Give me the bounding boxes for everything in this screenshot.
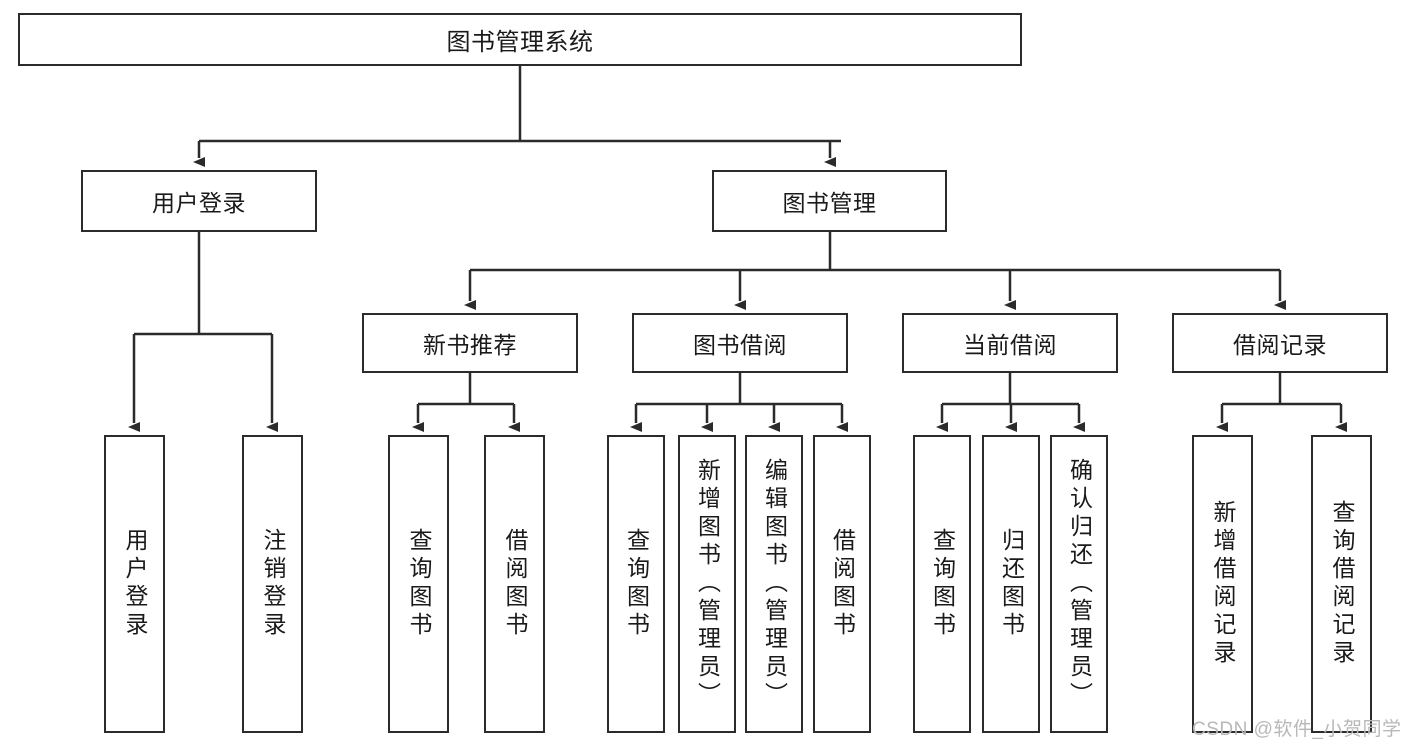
node-user-login[interactable]: 用户登录 — [81, 170, 317, 232]
node-leaf-borrow-book-1[interactable]: 借阅图书 — [484, 435, 545, 733]
node-leaf-confirm-return-label: 确认归还（管理员） — [1066, 458, 1093, 710]
node-book-manage[interactable]: 图书管理 — [712, 170, 947, 232]
node-leaf-query-book-2[interactable]: 查询图书 — [607, 435, 665, 733]
node-root[interactable]: 图书管理系统 — [18, 13, 1022, 66]
node-leaf-user-login[interactable]: 用户登录 — [104, 435, 165, 733]
node-leaf-edit-book-label: 编辑图书（管理员） — [761, 458, 788, 710]
node-leaf-query-book-1-label: 查询图书 — [406, 528, 432, 640]
node-leaf-query-book-1[interactable]: 查询图书 — [388, 435, 449, 733]
node-leaf-query-book-2-label: 查询图书 — [623, 528, 650, 640]
node-leaf-logout[interactable]: 注销登录 — [242, 435, 303, 733]
node-leaf-add-record-label: 新增借阅记录 — [1210, 500, 1236, 668]
node-leaf-query-book-3[interactable]: 查询图书 — [913, 435, 971, 733]
node-leaf-confirm-return[interactable]: 确认归还（管理员） — [1050, 435, 1108, 733]
node-leaf-borrow-book-1-label: 借阅图书 — [502, 528, 528, 640]
node-new-book-recommend-label: 新书推荐 — [423, 332, 517, 358]
node-leaf-return-book[interactable]: 归还图书 — [982, 435, 1040, 733]
node-leaf-edit-book[interactable]: 编辑图书（管理员） — [745, 435, 803, 733]
node-root-label: 图书管理系统 — [446, 29, 594, 56]
node-leaf-query-book-3-label: 查询图书 — [929, 528, 956, 640]
node-leaf-add-record[interactable]: 新增借阅记录 — [1192, 435, 1253, 733]
node-leaf-user-login-label: 用户登录 — [122, 528, 148, 640]
node-book-manage-label: 图书管理 — [782, 190, 877, 216]
node-leaf-borrow-book-2-label: 借阅图书 — [829, 528, 856, 640]
node-borrow-record[interactable]: 借阅记录 — [1172, 313, 1388, 373]
node-leaf-query-record-label: 查询借阅记录 — [1329, 500, 1355, 668]
csdn-watermark: CSDN @软件_小贺同学 — [1192, 719, 1402, 740]
node-user-login-label: 用户登录 — [152, 190, 246, 216]
node-current-borrow[interactable]: 当前借阅 — [902, 313, 1118, 373]
node-leaf-add-book-label: 新增图书（管理员） — [694, 458, 721, 710]
node-leaf-return-book-label: 归还图书 — [998, 528, 1025, 640]
node-leaf-borrow-book-2[interactable]: 借阅图书 — [813, 435, 871, 733]
node-leaf-add-book[interactable]: 新增图书（管理员） — [678, 435, 736, 733]
node-leaf-logout-label: 注销登录 — [260, 528, 286, 640]
node-book-borrow-label: 图书借阅 — [693, 332, 787, 358]
node-current-borrow-label: 当前借阅 — [963, 332, 1057, 358]
node-borrow-record-label: 借阅记录 — [1233, 332, 1327, 358]
node-new-book-recommend[interactable]: 新书推荐 — [362, 313, 578, 373]
node-leaf-query-record[interactable]: 查询借阅记录 — [1311, 435, 1372, 733]
node-book-borrow[interactable]: 图书借阅 — [632, 313, 848, 373]
